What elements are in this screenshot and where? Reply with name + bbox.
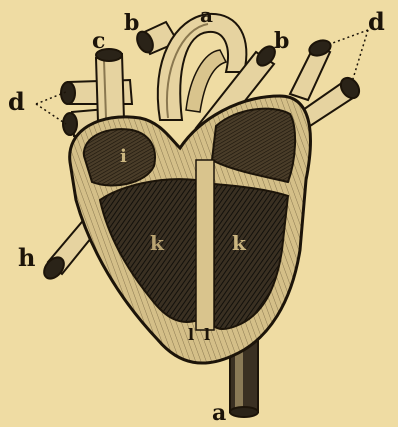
label-d-left: d [8, 87, 25, 116]
label-l-right: l [204, 325, 210, 344]
label-a-bottom: a [212, 400, 226, 426]
label-k-left: k [150, 231, 165, 255]
vessel-c [96, 49, 124, 122]
label-b-left: b [124, 10, 139, 36]
septum [196, 160, 214, 330]
label-a-top: a [200, 3, 213, 27]
label-h: h [18, 243, 35, 272]
label-l-left: l [188, 325, 194, 344]
label-c: c [92, 28, 105, 54]
label-k-right: k [232, 231, 247, 255]
label-b-right: b [274, 28, 289, 54]
label-d-right: d [368, 7, 385, 36]
label-i: i [120, 146, 127, 167]
